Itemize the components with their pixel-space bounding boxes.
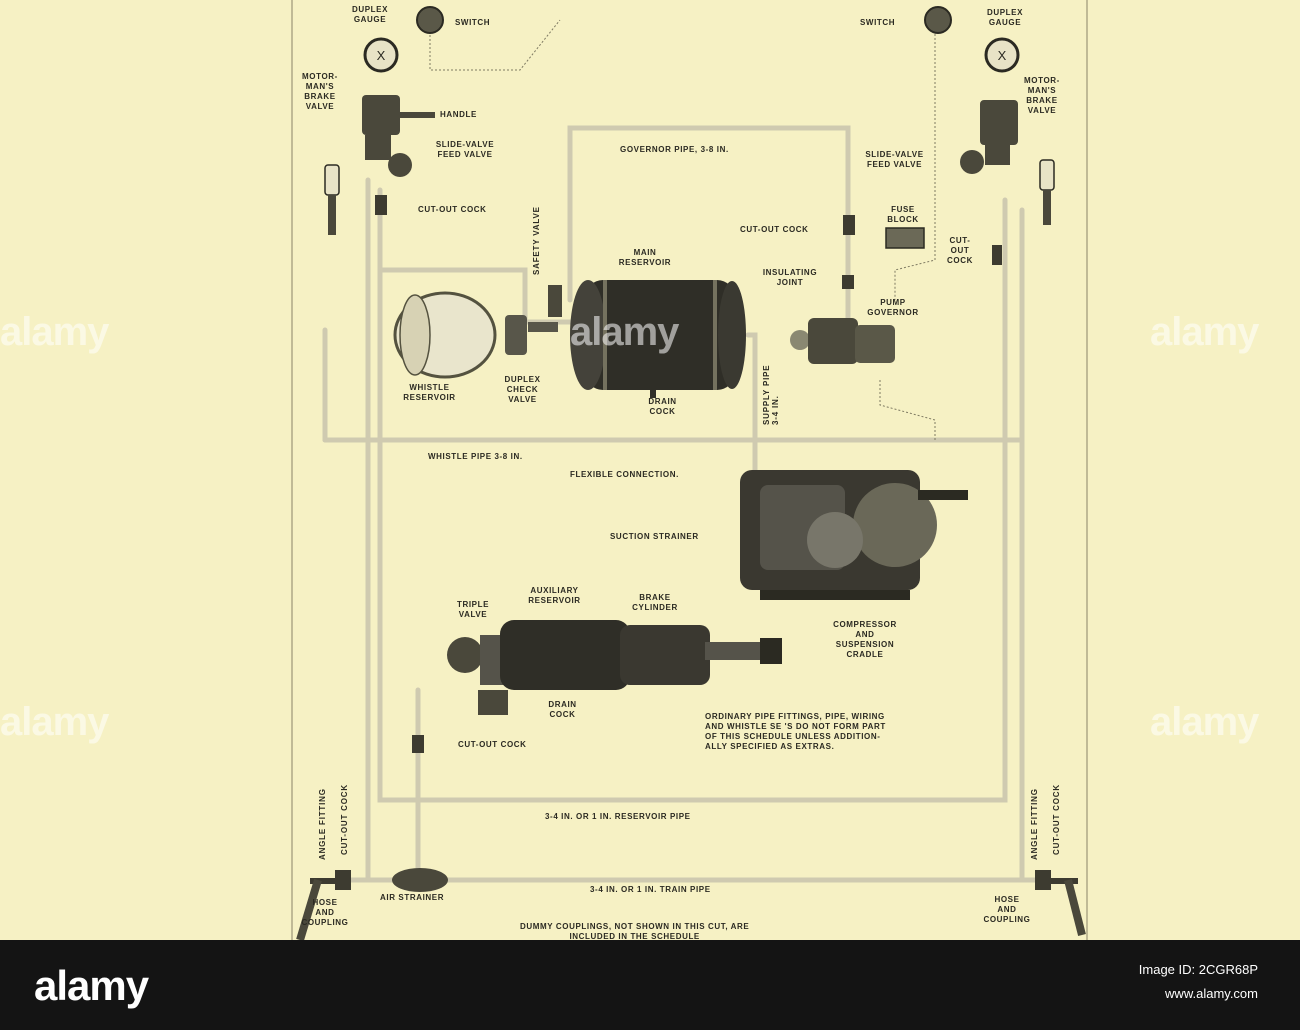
label-reservoir-pipe: 3-4 IN. OR 1 IN. RESERVOIR PIPE — [545, 812, 691, 821]
wires — [429, 19, 936, 440]
governor-pipe — [567, 125, 851, 303]
label-pump-governor: PUMP GOVERNOR — [867, 298, 919, 317]
label-triple-valve: TRIPLE VALVE — [456, 600, 490, 619]
cut-out-cock-right-icon — [992, 245, 1002, 265]
duplex-gauge-right-icon: X — [984, 37, 1020, 73]
angle-fitting-right-icon — [1035, 870, 1078, 890]
label-hose-coupling-right: HOSE AND COUPLING — [983, 895, 1031, 924]
label-cut-out-cock-lower: CUT-OUT COCK — [458, 740, 527, 749]
label-brake-cylinder: BRAKE CYLINDER — [632, 593, 678, 612]
svg-text:X: X — [998, 48, 1007, 63]
wire-switch-left — [429, 19, 561, 71]
whistle-reservoir-icon — [393, 291, 497, 379]
label-main-reservoir: MAIN RESERVOIR — [618, 248, 672, 267]
watermark-right: alamy — [1150, 310, 1259, 354]
cut-out-cock-center-icon — [843, 215, 855, 235]
label-note: ORDINARY PIPE FITTINGS, PIPE, WIRING AND… — [705, 712, 886, 751]
label-switch-left: SWITCH — [455, 18, 491, 27]
label-air-strainer: AIR STRAINER — [380, 893, 445, 902]
label-whistle-reservoir: WHISTLE RESERVOIR — [403, 383, 456, 402]
alamy-logo[interactable]: alamy — [34, 962, 149, 1009]
diagram-plate: X X — [0, 0, 1260, 941]
piping-diagram: X X — [291, 0, 1088, 940]
label-whistle-pipe: WHISTLE PIPE 3-8 IN. — [428, 452, 523, 461]
footer-bar: alamy Image ID: 2CGR68P www.alamy.com — [0, 940, 1300, 1030]
watermark-left: alamy — [0, 310, 109, 354]
label-insulating-joint: INSULATING JOINT — [762, 268, 818, 287]
pipes — [322, 125, 1043, 883]
label-flexible-connection: FLEXIBLE CONNECTION. — [570, 470, 679, 479]
label-cut-out-cock-center: CUT-OUT COCK — [740, 225, 809, 234]
wire-governor — [879, 380, 936, 440]
left-vertical-pipe-2 — [377, 187, 1008, 803]
label-brake-valve-right: MOTOR- MAN'S BRAKE VALVE — [1024, 76, 1060, 115]
watermark-left-2: alamy — [0, 700, 109, 744]
cut-out-cock-lower-icon — [412, 735, 424, 753]
label-dummy-couplings: DUMMY COUPLINGS, NOT SHOWN IN THIS CUT, … — [520, 922, 750, 941]
label-angle-fitting-left: ANGLE FITTING — [318, 788, 327, 860]
brake-assembly-icon — [447, 620, 782, 715]
watermark-right-2: alamy — [1150, 700, 1259, 744]
label-angle-fitting-right: ANGLE FITTING — [1030, 788, 1039, 860]
image-id-text: Image ID: 2CGR68P — [1138, 962, 1258, 977]
label-switch-right: SWITCH — [860, 18, 896, 27]
label-auxiliary-reservoir: AUXILIARY RESERVOIR — [528, 586, 581, 605]
switch-left-icon — [416, 6, 444, 34]
lubricator-left-icon — [324, 164, 340, 235]
pump-governor-icon — [790, 318, 895, 364]
label-brake-valve-left: MOTOR- MAN'S BRAKE VALVE — [302, 72, 338, 111]
label-suction-strainer: SUCTION STRAINER — [610, 532, 699, 541]
air-strainer-icon — [392, 868, 448, 892]
lubricator-right-icon — [1039, 159, 1055, 225]
site-url-link[interactable]: www.alamy.com — [1165, 986, 1258, 1001]
hose-right-icon — [1064, 879, 1086, 936]
duplex-gauge-left-icon: X — [363, 37, 399, 73]
label-slide-valve-right: SLIDE-VALVE FEED VALVE — [865, 150, 924, 169]
duplex-check-valve-icon — [505, 315, 558, 355]
label-drain-cock-aux: DRAIN COCK — [548, 700, 577, 719]
label-duplex-check-valve: DUPLEX CHECK VALVE — [504, 375, 541, 404]
insulating-joint-icon — [842, 275, 854, 289]
label-cut-out-cock-vert-right: CUT-OUT COCK — [1052, 784, 1061, 855]
cut-out-cock-left-icon — [375, 195, 387, 215]
label-slide-valve-left: SLIDE-VALVE FEED VALVE — [435, 140, 495, 159]
brake-valve-left-icon — [362, 95, 435, 177]
safety-valve-icon — [548, 285, 562, 317]
fuse-block-icon — [885, 227, 925, 249]
label-safety-valve: SAFETY VALVE — [532, 206, 541, 275]
hose-left-icon — [296, 878, 322, 940]
label-cut-out-cock-left: CUT-OUT COCK — [418, 205, 487, 214]
main-reservoir-icon — [570, 280, 746, 398]
compressor-icon — [740, 470, 968, 600]
switch-right-icon — [924, 6, 952, 34]
label-fuse-block: FUSE BLOCK — [887, 205, 919, 224]
label-drain-cock-main: DRAIN COCK — [648, 397, 677, 416]
watermark-center: alamy — [570, 310, 679, 354]
label-handle: HANDLE — [440, 110, 477, 119]
label-cut-out-cock-right: CUT- OUT COCK — [947, 236, 973, 265]
angle-fitting-left-icon — [310, 870, 351, 890]
label-cut-out-cock-vert-left: CUT-OUT COCK — [340, 784, 349, 855]
label-duplex-gauge-left: DUPLEX GAUGE — [351, 5, 389, 24]
brake-valve-right-icon — [960, 100, 1018, 174]
svg-text:X: X — [377, 48, 386, 63]
label-governor-pipe: GOVERNOR PIPE, 3-8 IN. — [620, 145, 729, 154]
label-duplex-gauge-right: DUPLEX GAUGE — [986, 8, 1024, 27]
supply-pipe — [745, 332, 758, 473]
label-train-pipe: 3-4 IN. OR 1 IN. TRAIN PIPE — [590, 885, 711, 894]
label-supply-pipe: SUPPLY PIPE 3-4 IN. — [762, 364, 780, 425]
label-hose-coupling-left: HOSE AND COUPLING — [301, 898, 349, 927]
label-compressor: COMPRESSOR AND SUSPENSION CRADLE — [833, 620, 897, 659]
